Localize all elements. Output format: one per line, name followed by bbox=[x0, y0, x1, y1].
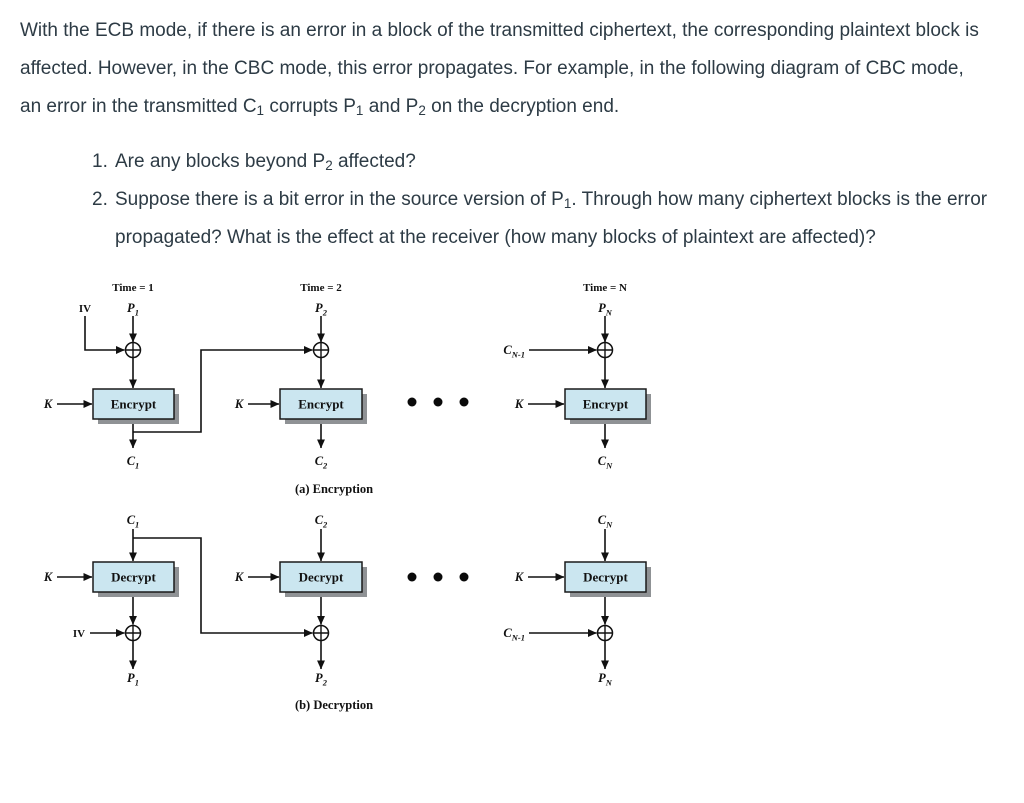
decryption-diagram: Decrypt Decrypt Decrypt C1 C2 CN bbox=[43, 513, 651, 712]
decrypt-box-label: Decrypt bbox=[583, 570, 628, 585]
ciphertext-label: C1 bbox=[127, 513, 140, 530]
feedback-wire bbox=[133, 346, 313, 433]
iv-label: IV bbox=[73, 628, 85, 640]
question-text: Suppose there is a bit error in the sour… bbox=[115, 189, 988, 248]
decrypt-box: Decrypt bbox=[92, 561, 179, 597]
problem-page: With the ECB mode, if there is an error … bbox=[0, 12, 1024, 725]
encrypt-box-label: Encrypt bbox=[583, 397, 629, 412]
encrypt-box: Encrypt bbox=[279, 388, 367, 424]
ciphertext-label: C2 bbox=[315, 454, 328, 471]
encryption-caption: (a) Encryption bbox=[295, 482, 373, 496]
xor-icon bbox=[596, 624, 614, 642]
iv-label: IV bbox=[79, 303, 91, 315]
ellipsis-icon bbox=[407, 572, 469, 582]
xor-icon bbox=[596, 341, 614, 359]
question-list: 1. Are any blocks beyond P2 affected? 2.… bbox=[92, 143, 1012, 257]
question-item: 2. Suppose there is a bit error in the s… bbox=[92, 181, 1012, 257]
key-label: K bbox=[43, 397, 54, 411]
ciphertext-label: CN bbox=[598, 513, 613, 530]
plaintext-label: P1 bbox=[127, 301, 139, 318]
ciphertext-label: C2 bbox=[315, 513, 328, 530]
prev-ciphertext-label: CN-1 bbox=[503, 343, 525, 360]
decrypt-box: Decrypt bbox=[564, 561, 651, 597]
decrypt-box-label: Decrypt bbox=[111, 570, 156, 585]
encrypt-box-label: Encrypt bbox=[298, 397, 344, 412]
plaintext-label: P1 bbox=[127, 671, 139, 688]
ciphertext-label: CN bbox=[598, 454, 613, 471]
decrypt-box: Decrypt bbox=[279, 561, 367, 597]
key-label: K bbox=[514, 397, 525, 411]
intro-paragraph: With the ECB mode, if there is an error … bbox=[20, 20, 979, 118]
ellipsis-icon bbox=[407, 397, 469, 407]
key-label: K bbox=[43, 570, 54, 584]
time-label: Time = 2 bbox=[300, 282, 342, 294]
question-number: 2. bbox=[92, 189, 108, 210]
plaintext-label: PN bbox=[598, 671, 613, 688]
feedback-wire bbox=[133, 537, 313, 637]
time-label: Time = 1 bbox=[112, 282, 154, 294]
xor-icon bbox=[124, 341, 142, 359]
decrypt-box-label: Decrypt bbox=[299, 570, 344, 585]
cbc-mode-figure: Encrypt Encrypt Encrypt Time = 1 Time = … bbox=[43, 282, 651, 712]
encrypt-box: Encrypt bbox=[92, 388, 179, 424]
question-number: 1. bbox=[92, 151, 108, 172]
encryption-diagram: Encrypt Encrypt Encrypt Time = 1 Time = … bbox=[43, 282, 651, 496]
prev-ciphertext-label: CN-1 bbox=[503, 626, 525, 643]
time-label: Time = N bbox=[583, 282, 627, 294]
plaintext-label: PN bbox=[598, 301, 613, 318]
question-text: Are any blocks beyond P2 affected? bbox=[115, 151, 416, 173]
key-label: K bbox=[514, 570, 525, 584]
question-item: 1. Are any blocks beyond P2 affected? bbox=[92, 143, 1012, 181]
encrypt-box-label: Encrypt bbox=[111, 397, 157, 412]
xor-icon bbox=[124, 624, 142, 642]
plaintext-label: P2 bbox=[315, 671, 328, 688]
xor-icon bbox=[312, 624, 330, 642]
encrypt-box: Encrypt bbox=[564, 388, 651, 424]
xor-icon bbox=[312, 341, 330, 359]
key-label: K bbox=[234, 570, 245, 584]
arrow bbox=[84, 316, 125, 354]
key-label: K bbox=[234, 397, 245, 411]
decryption-caption: (b) Decryption bbox=[295, 698, 373, 712]
plaintext-label: P2 bbox=[315, 301, 328, 318]
ciphertext-label: C1 bbox=[127, 454, 140, 471]
